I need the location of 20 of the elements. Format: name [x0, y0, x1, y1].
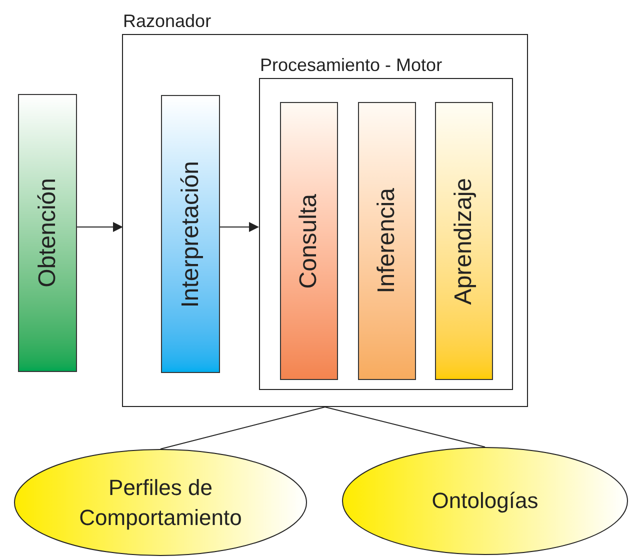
connector-line — [160, 406, 326, 450]
process-bar — [435, 102, 493, 380]
arrow — [76, 222, 123, 232]
data-ellipse — [14, 449, 307, 556]
ellipse-label: Ontologías — [430, 487, 540, 515]
process-bar — [161, 95, 220, 373]
connector-line — [324, 406, 486, 448]
bar-label: Inferencia — [375, 188, 399, 294]
ellipse-label: Perfiles de Comportamiento — [78, 474, 243, 532]
process-bar — [358, 102, 416, 380]
bar-label: Obtención — [36, 178, 60, 288]
process-bar — [18, 94, 77, 372]
data-ellipse — [342, 447, 628, 555]
process-bar — [280, 102, 338, 380]
group-heading: Razonador — [123, 10, 212, 33]
bar-label: Interpretación — [178, 160, 202, 308]
arrow — [218, 222, 259, 232]
bar-label: Aprendizaje — [452, 178, 476, 304]
group-heading: Procesamiento - Motor — [260, 54, 442, 77]
bar-label: Consulta — [297, 194, 321, 288]
